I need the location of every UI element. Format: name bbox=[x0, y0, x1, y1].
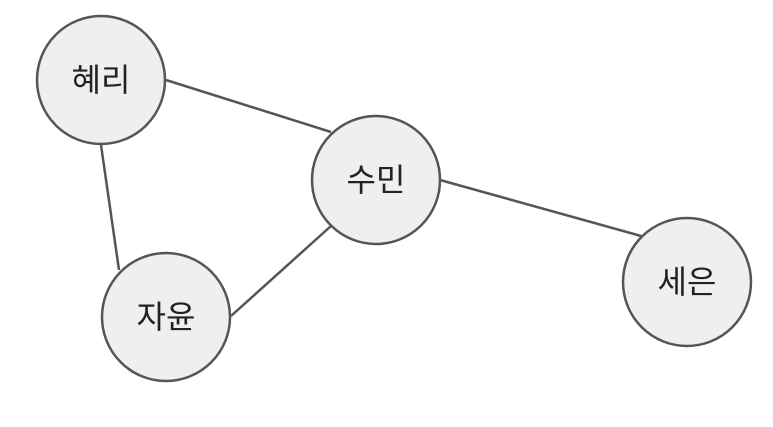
node-jayun: 자윤 bbox=[100, 251, 232, 383]
node-seeun: 세은 bbox=[621, 216, 753, 348]
edge-hyeri-jayun bbox=[99, 144, 121, 271]
edges-layer bbox=[99, 78, 642, 317]
node-sumin: 수민 bbox=[310, 114, 442, 246]
node-seeun-label: 세은 bbox=[658, 263, 717, 301]
node-hyeri: 혜리 bbox=[35, 14, 167, 146]
edge-sumin-jayun bbox=[230, 225, 332, 317]
node-seeun-circle bbox=[621, 216, 753, 348]
node-jayun-label: 자윤 bbox=[137, 298, 196, 336]
node-sumin-circle bbox=[310, 114, 442, 246]
node-hyeri-label: 혜리 bbox=[72, 61, 131, 99]
node-sumin-label: 수민 bbox=[347, 161, 406, 199]
node-jayun-circle bbox=[100, 251, 232, 383]
edge-sumin-seeun bbox=[439, 178, 642, 238]
nodes-layer: 혜리 수민 자윤 세은 bbox=[35, 14, 753, 383]
edge-hyeri-sumin bbox=[165, 78, 332, 134]
node-hyeri-circle bbox=[35, 14, 167, 146]
